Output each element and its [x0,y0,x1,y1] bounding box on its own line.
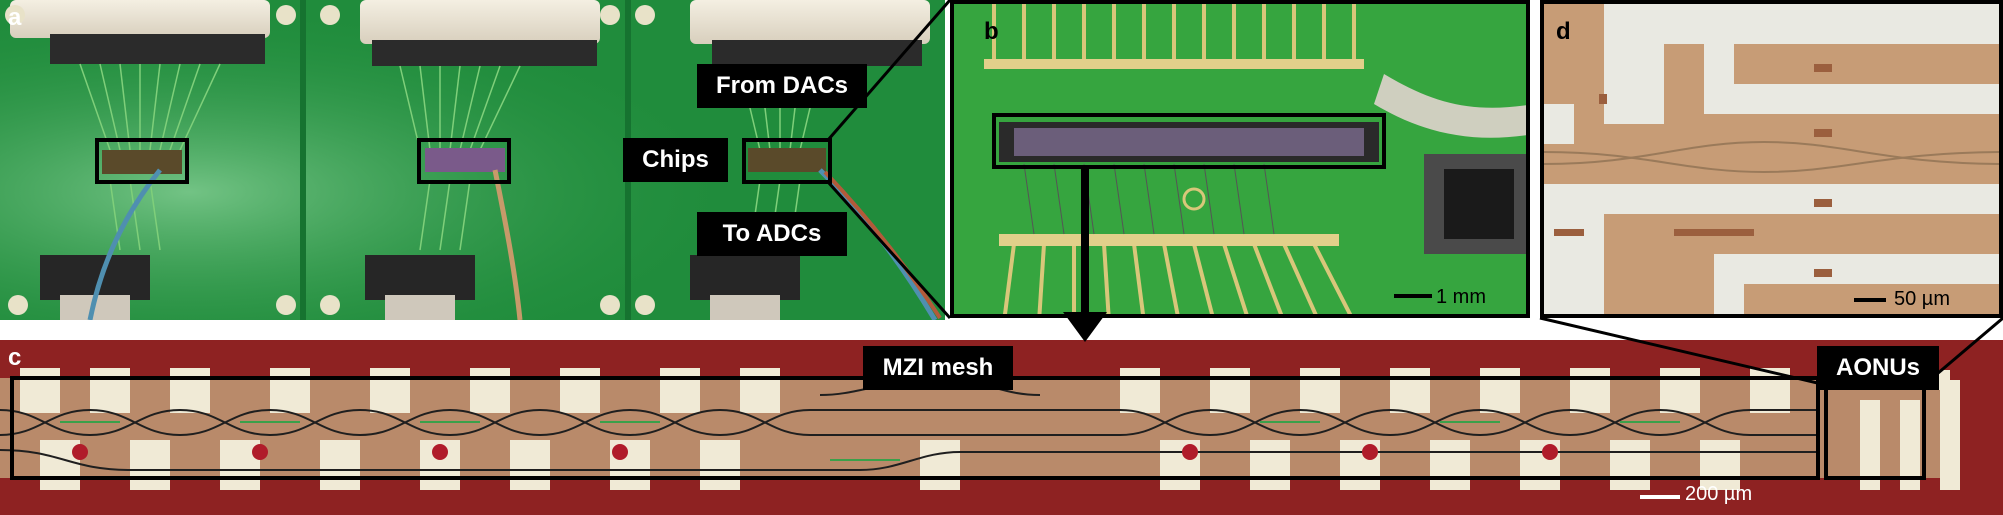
pcb-boards-illustration [0,0,945,320]
chip-closeup-illustration [954,4,1526,314]
panel-letter-a: a [8,4,22,31]
panel-letter-c: c [8,344,22,371]
chip-highlight-box [95,138,189,184]
callout-from-dacs: From DACs [697,64,867,108]
callout-aonus: AONUs [1817,346,1939,390]
scale-bar-label-c: 200 µm [1685,483,1753,505]
aonu-micrograph-illustration [1544,4,1999,314]
panel-a-photo: a [0,0,945,320]
callout-chips: Chips [623,138,728,182]
panel-d-micrograph: d 50 µm [1540,0,2003,318]
scale-bar-label-d: 50 µm [1894,288,1950,310]
scale-bar-label-b: 1 mm [1436,286,1486,308]
panel-letter-b: b [984,18,999,45]
panel-b-photo: b 1 mm [950,0,1530,318]
panel-letter-d: d [1556,18,1571,45]
callout-mzi-mesh: MZI mesh [863,346,1013,390]
callout-to-adcs: To ADCs [697,212,847,256]
